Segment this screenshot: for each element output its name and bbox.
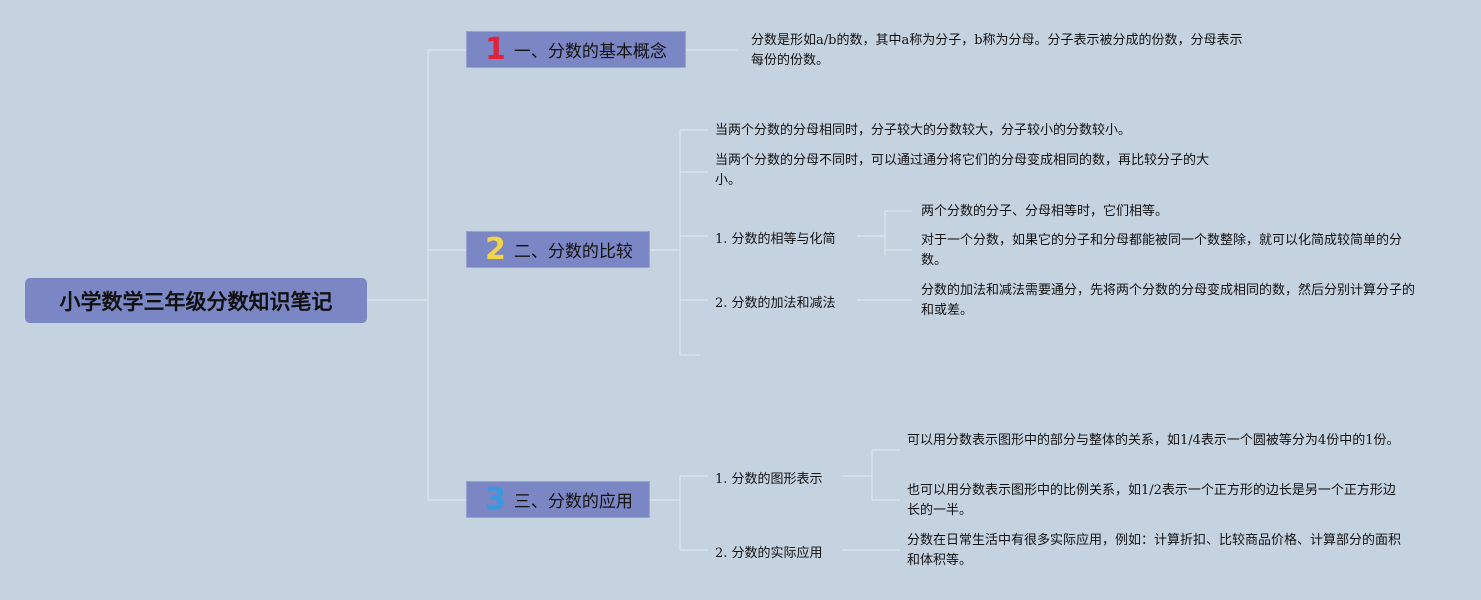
branch-3-sub-1-note-1[interactable]: 可以用分数表示图形中的部分与整体的关系，如1/4表示一个圆被等分为4份中的1份。 [907,433,1400,448]
branch-1-label: 一、分数的基本概念 [513,42,667,62]
branch-2-sub-2-note[interactable]: 分数的加法和减法需要通分，先将两个分数的分母变成相同的数，然后分别计算分子的和或… [921,283,1416,318]
branch-2-note-1[interactable]: 当两个分数的分母相同时，分子较大的分数较大，分子较小的分数较小。 [715,123,1132,138]
branch-2-topic[interactable]: 2 二、分数的比较 [466,231,650,268]
branch-3-sub-1[interactable]: 1. 分数的图形表示 [715,472,823,487]
number-1-badge: 1 [485,31,506,67]
branch-3-sub-1-note-2[interactable]: 也可以用分数表示图形中的比例关系，如1/2表示一个正方形的边长是另一个正方形边长… [907,483,1396,518]
branch-2-sub-2[interactable]: 2. 分数的加法和减法 [715,296,836,311]
root-topic-label: 小学数学三年级分数知识笔记 [59,289,333,314]
branch-1-note[interactable]: 分数是形如a/b的数，其中a称为分子，b称为分母。分子表示被分成的份数，分母表示… [751,33,1243,68]
branch-3-topic[interactable]: 3 三、分数的应用 [466,481,650,518]
branch-2-sub-1-note-2[interactable]: 对于一个分数，如果它的分子和分母都能被同一个数整除，就可以化简成较简单的分数。 [921,233,1403,268]
branch-3-label: 三、分数的应用 [513,492,633,512]
branch-2-label: 二、分数的比较 [513,242,633,262]
branch-3-sub-2-note[interactable]: 分数在日常生活中有很多实际应用，例如：计算折扣、比较商品价格、计算部分的面积和体… [907,533,1402,568]
branch-1-topic[interactable]: 1 一、分数的基本概念 [466,31,686,68]
branch-2-sub-1[interactable]: 1. 分数的相等与化简 [715,232,836,247]
branch-3-sub-2[interactable]: 2. 分数的实际应用 [715,546,823,561]
root-topic[interactable]: 小学数学三年级分数知识笔记 [25,278,367,323]
number-2-badge: 2 [485,231,506,267]
number-3-badge: 3 [485,481,506,517]
branch-2-sub-1-note-1[interactable]: 两个分数的分子、分母相等时，它们相等。 [921,204,1169,219]
branch-2-note-2[interactable]: 当两个分数的分母不同时，可以通过通分将它们的分母变成相同的数，再比较分子的大小。 [715,153,1210,188]
